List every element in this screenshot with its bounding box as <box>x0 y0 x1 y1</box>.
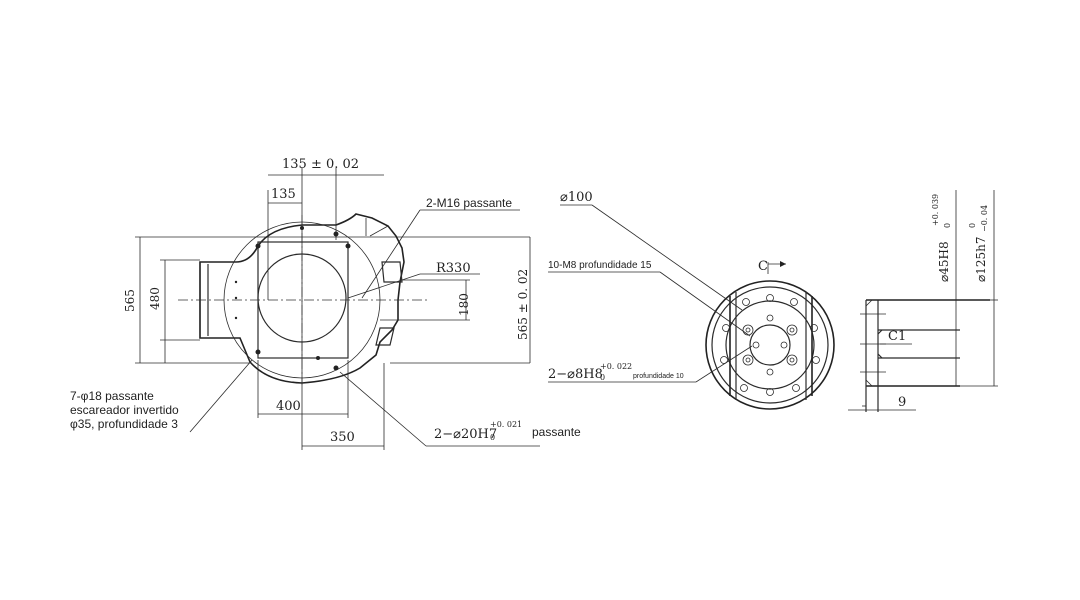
main-housing-view: 135 ± 0. 02 135 565 480 <box>70 157 581 450</box>
callout-pin8-suffix: profundidade 10 <box>633 373 684 380</box>
dim-565: 565 <box>123 289 137 312</box>
dim-9: 9 <box>898 395 906 410</box>
callout-phi18-line2: escareador invertido <box>70 403 179 417</box>
callout-phi18-line1: 7-φ18 passante <box>70 389 154 403</box>
callout-pin8: 2−⌀8H8 <box>548 367 603 382</box>
dim-135-tolerance: 135 ± 0. 02 <box>282 157 359 172</box>
callout-pin8-sub: 0 <box>600 373 605 382</box>
callout-pin20: 2−⌀20H7 <box>434 427 497 442</box>
dim-d45: ⌀45H8 <box>937 241 951 282</box>
callout-m8: 10-M8 profundidade 15 <box>548 260 652 271</box>
callout-pin20-sup: +0. 021 <box>490 420 522 429</box>
dim-d125-sup: 0 <box>968 223 977 228</box>
dim-400: 400 <box>276 399 301 414</box>
dim-180: 180 <box>457 293 471 316</box>
callout-phi18-line3: φ35, profundidade 3 <box>70 417 178 431</box>
dim-480: 480 <box>148 287 162 310</box>
dim-135: 135 <box>271 187 296 202</box>
dim-d125: ⌀125h7 <box>974 237 988 283</box>
flange-face-view: C ⌀100 10-M8 profundidade 15 2−⌀8H8 +0. … <box>548 190 835 410</box>
callout-d100: ⌀100 <box>560 190 593 205</box>
dim-d45-sup: +0. 039 <box>931 194 940 226</box>
callout-m16: 2-M16 passante <box>426 196 512 210</box>
section-view: ⌀45H8 +0. 039 0 ⌀125h7 0 −0. 04 C1 9 <box>848 190 998 412</box>
dim-r330: R330 <box>436 261 471 276</box>
section-marker: C <box>758 259 768 274</box>
dim-565-tolerance: 565 ± 0. 02 <box>516 269 530 340</box>
dim-d45-sub: 0 <box>943 223 952 228</box>
dim-350: 350 <box>330 430 355 445</box>
callout-pin8-sup: +0. 022 <box>600 362 632 371</box>
bolt-holes <box>720 294 820 396</box>
dim-c1: C1 <box>888 329 906 344</box>
callout-pin20-suffix: passante <box>532 425 581 439</box>
callout-pin20-sub: 0 <box>490 433 495 442</box>
dim-d125-sub: −0. 04 <box>980 205 989 232</box>
